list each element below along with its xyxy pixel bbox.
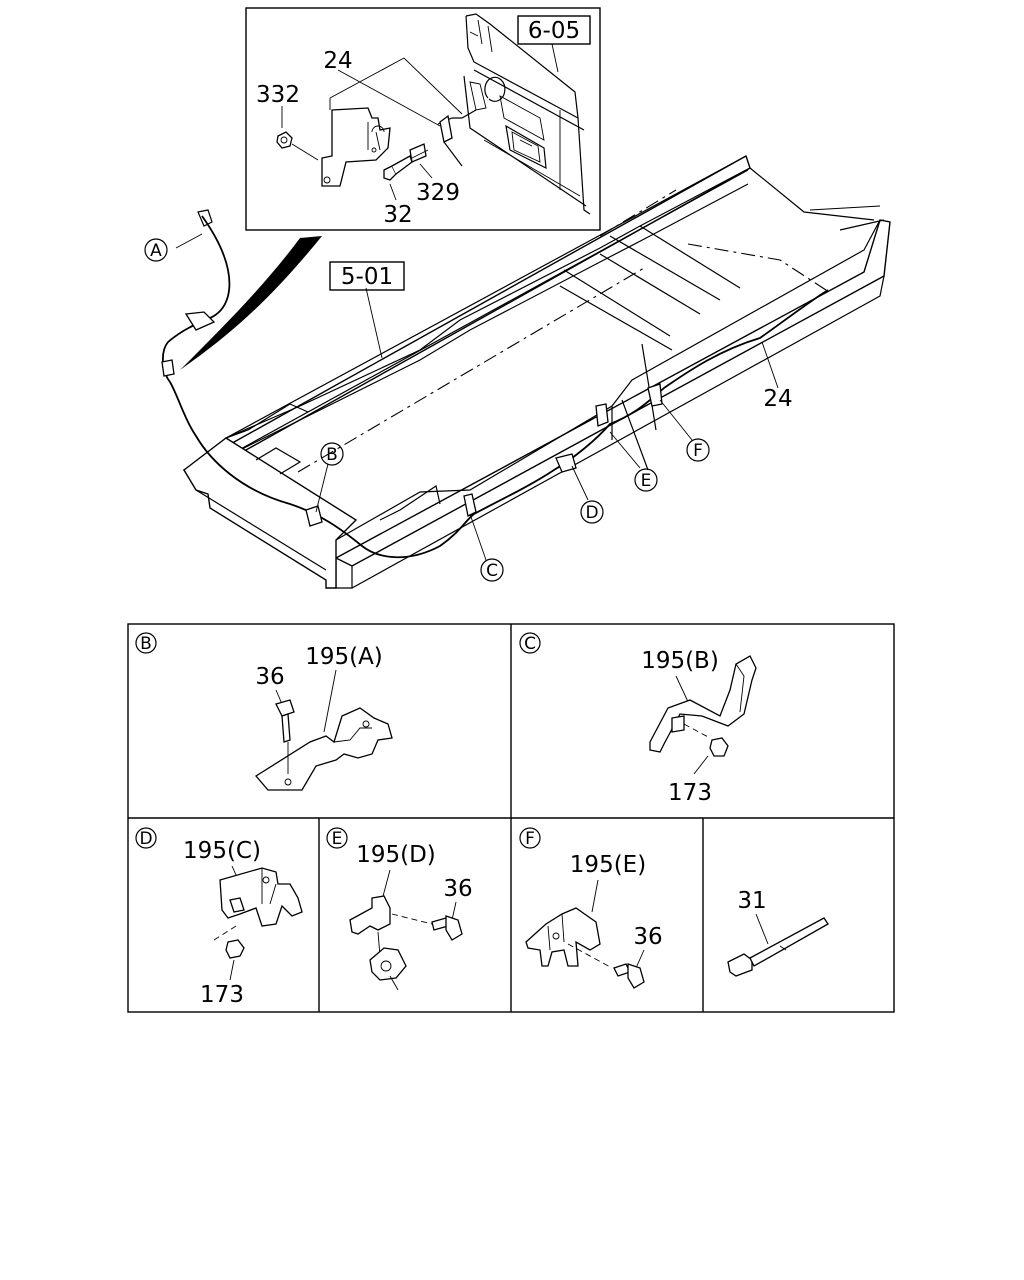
detail-C-leader-nut (693, 755, 709, 775)
leader-501 (365, 287, 383, 359)
detail-B-leader-bolt (275, 689, 283, 705)
detail-D-leader-nut (229, 959, 235, 981)
cable-tie-leader (755, 913, 769, 945)
ref-501: 5-01 (341, 264, 393, 290)
detail-C: C 195(B) 173 (519, 632, 757, 806)
leader-A (175, 233, 203, 249)
bracket-195A (255, 707, 393, 791)
detail-B-letter: B (140, 634, 152, 654)
leader-605 (551, 43, 559, 73)
detail-F: F 195(E) 36 (519, 827, 663, 989)
ref-box-605 (517, 15, 591, 45)
detail-F-bracket-label: 195(E) (570, 852, 646, 878)
ref-605: 6-05 (528, 18, 580, 44)
label-32: 32 (383, 202, 412, 228)
bracket-195C (219, 867, 303, 927)
callout-A: A (144, 238, 168, 262)
detail-D-nut-label: 173 (200, 982, 244, 1008)
inset-pointer-wedge (180, 236, 322, 370)
chassis-frame (182, 154, 891, 589)
detail-E-leader-bracket (381, 869, 391, 901)
centerline-2 (687, 243, 827, 291)
leader-24 (761, 341, 779, 389)
label-329: 329 (416, 180, 460, 206)
detail-F-letter: F (525, 829, 535, 849)
detail-cable-tie: 31 (727, 888, 829, 977)
leader-C (469, 513, 487, 561)
cable-tie-strap (749, 917, 829, 967)
ref-box-501 (329, 261, 405, 291)
cable-tail-inset (443, 141, 463, 167)
detail-C-bracket-label: 195(B) (641, 648, 719, 674)
detail-C-nut-label: 173 (668, 780, 712, 806)
front-crossmember (183, 437, 358, 589)
leader-F (659, 399, 693, 441)
callout-C: C (480, 558, 504, 582)
detail-F-leader-bracket (591, 879, 599, 913)
detail-B: B 195(A) 36 (135, 632, 393, 791)
leader-E (609, 431, 641, 469)
leader-329 (419, 163, 433, 179)
detail-D-letter: D (139, 829, 152, 849)
detail-B-leader-bracket (323, 669, 337, 733)
bracket-195E (525, 907, 601, 967)
leader-D (571, 465, 589, 501)
detail-E-bolt-label: 36 (443, 876, 472, 902)
bracket-195B (649, 655, 757, 753)
callout-E: E (634, 468, 658, 492)
bolt-36-B (275, 699, 295, 717)
detail-E-leader-bolt (451, 901, 457, 921)
detail-D: D 195(C) 173 (135, 827, 303, 1008)
rail-near (334, 219, 891, 567)
nut-173-C (709, 737, 729, 757)
bracket-24-inset (321, 107, 391, 187)
centerline-1 (297, 267, 645, 473)
label-24-cable: 24 (763, 386, 792, 412)
cable-tie-label: 31 (737, 888, 766, 914)
leader-24-inset (329, 57, 463, 115)
detail-E-bracket-label: 195(D) (356, 842, 436, 868)
detail-E: E 195(D) 36 (326, 827, 473, 991)
callout-D-letter: D (585, 503, 598, 523)
clip-195D (369, 947, 407, 981)
detail-grid (127, 623, 895, 1013)
cab-inset: 6-05 24 332 329 32 (245, 7, 601, 231)
callout-A-letter: A (150, 241, 162, 261)
cable-tie-head (727, 953, 753, 977)
washer-329 (409, 143, 427, 163)
callout-B-letter: B (326, 445, 338, 465)
callout-F: F (686, 438, 710, 462)
detail-C-letter: C (524, 634, 536, 654)
bracket-195D (349, 895, 391, 935)
inset-frame (245, 7, 601, 231)
detail-B-bracket-label: 195(A) (305, 644, 383, 670)
grommet-inset (439, 114, 453, 143)
nut-173-D (225, 939, 245, 959)
bolt-32 (383, 155, 413, 181)
label-24-inset: 24 (323, 48, 352, 74)
callout-F-letter: F (693, 441, 703, 461)
callout-B: B (320, 442, 344, 466)
bolt-axis (411, 149, 429, 159)
cab-rear-panel (463, 13, 591, 215)
callout-D: D (580, 500, 604, 524)
detail-E-letter: E (332, 829, 343, 849)
leader-332-line (291, 143, 319, 161)
centerline-3 (599, 189, 677, 237)
brake-cable-24 (161, 209, 829, 559)
detail-B-bolt-label: 36 (255, 664, 284, 690)
callout-E-letter: E (641, 471, 652, 491)
detail-D-bracket-label: 195(C) (183, 838, 261, 864)
leader-32 (389, 183, 397, 201)
nut-332 (276, 131, 293, 149)
detail-F-leader-bolt (635, 949, 645, 969)
callout-C-letter: C (486, 561, 498, 581)
leader-24-second (337, 69, 441, 127)
label-332: 332 (256, 82, 300, 108)
leader-B (315, 463, 329, 513)
detail-F-bolt-label: 36 (633, 924, 662, 950)
